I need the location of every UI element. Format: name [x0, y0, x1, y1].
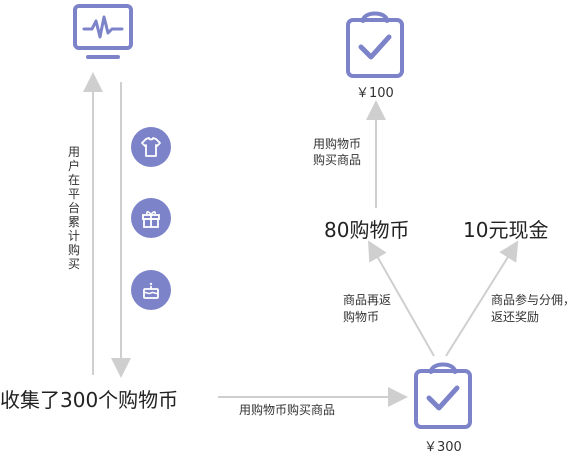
gift-icon — [131, 198, 171, 238]
collect-coins-text: 收集了300个购物币 — [0, 388, 179, 412]
bottom-price: ￥300 — [424, 440, 462, 455]
vertical-cumulative-purchase-label: 用户在平台累计购买 — [67, 145, 80, 271]
monitor-heartbeat-icon — [72, 3, 134, 67]
ten-yuan-cash-text: 10元现金 — [463, 218, 549, 242]
shopping-bag-check-icon — [345, 5, 405, 83]
commission-label-line2: 返还奖励 — [491, 310, 540, 324]
shopping-bag-check-icon — [413, 356, 473, 434]
right-diagonal-arrow-line — [445, 240, 519, 357]
rebate-coins-label-line1: 商品再返 — [343, 293, 392, 307]
cake-icon — [131, 270, 171, 310]
rebate-coins-label-line2: 购物币 — [343, 310, 380, 324]
tshirt-icon — [131, 127, 171, 167]
top-price: ￥100 — [356, 86, 394, 101]
buy-with-coins-label: 用购物币购买商品 — [239, 403, 336, 417]
left-diagonal-arrow-line — [368, 240, 435, 357]
commission-label-line1: 商品参与分佣， — [491, 293, 576, 307]
buy-goods-label-line2: 购买商品 — [313, 153, 362, 167]
buy-goods-label-line1: 用购物币 — [313, 137, 362, 151]
eighty-coins-text: 80购物币 — [324, 218, 410, 242]
